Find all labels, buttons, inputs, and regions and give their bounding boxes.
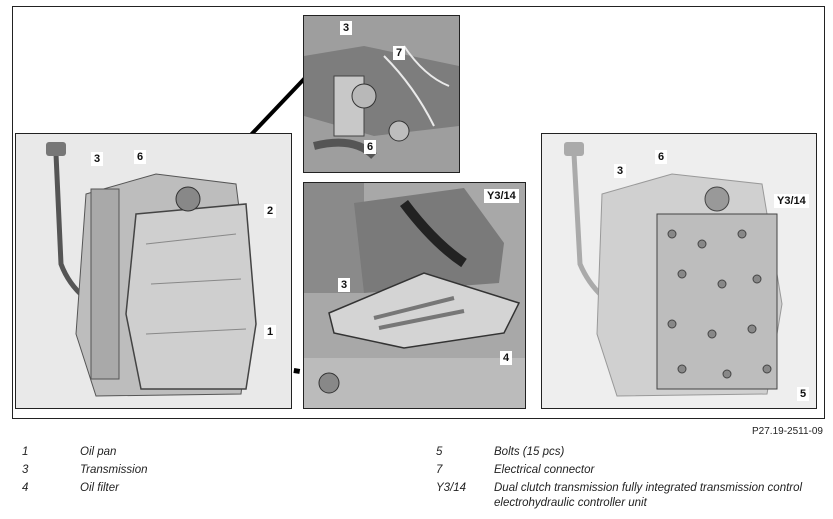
legend-item-y3-14: Y3/14 Dual clutch transmission fully int… xyxy=(436,482,826,514)
legend-text: Transmission xyxy=(80,464,148,476)
callout-7: 7 xyxy=(393,46,406,60)
figure-reference: P27.19-2511-09 xyxy=(752,426,823,437)
legend-text: Bolts (15 pcs) xyxy=(494,446,565,458)
callout-6: 6 xyxy=(655,150,668,164)
legend-text: Oil pan xyxy=(80,446,117,458)
callout-2: 2 xyxy=(264,204,277,218)
filler-plug xyxy=(175,186,201,212)
callout-5: 5 xyxy=(797,387,810,401)
callout-6: 6 xyxy=(364,140,377,154)
panel-oil-pan: 3 6 2 1 xyxy=(15,133,292,409)
oil-pan-shape xyxy=(125,203,257,390)
legend-number: 3 xyxy=(22,464,29,476)
callout-3: 3 xyxy=(340,21,353,35)
callout-y3-14: Y3/14 xyxy=(484,189,519,203)
legend-text-continued: electrohydraulic controller unit xyxy=(494,497,647,509)
legend-text: Oil filter xyxy=(80,482,119,494)
controller-unit-shape xyxy=(656,213,778,390)
callout-y3-14: Y3/14 xyxy=(774,194,809,208)
legend-number: 1 xyxy=(22,446,29,458)
callout-1: 1 xyxy=(264,325,277,339)
panel-controller-unit: 3 6 Y3/14 5 xyxy=(541,133,817,409)
legend-text: Dual clutch transmission fully integrate… xyxy=(494,482,803,494)
callout-3: 3 xyxy=(614,164,627,178)
panel-electrical-connector: 3 7 6 xyxy=(303,15,460,173)
legend-number: 7 xyxy=(436,464,443,476)
callout-3: 3 xyxy=(338,278,351,292)
bellhousing-flange xyxy=(90,188,120,380)
oil-filter-shape xyxy=(328,272,521,349)
callout-3: 3 xyxy=(91,152,104,166)
callout-6: 6 xyxy=(134,150,147,164)
callout-4: 4 xyxy=(500,351,513,365)
legend-text: Electrical connector xyxy=(494,464,595,476)
legend-number: Y3/14 xyxy=(436,482,467,494)
legend-number: 5 xyxy=(436,446,443,458)
legend-number: 4 xyxy=(22,482,29,494)
panel-oil-filter: Y3/14 3 4 xyxy=(303,182,526,409)
